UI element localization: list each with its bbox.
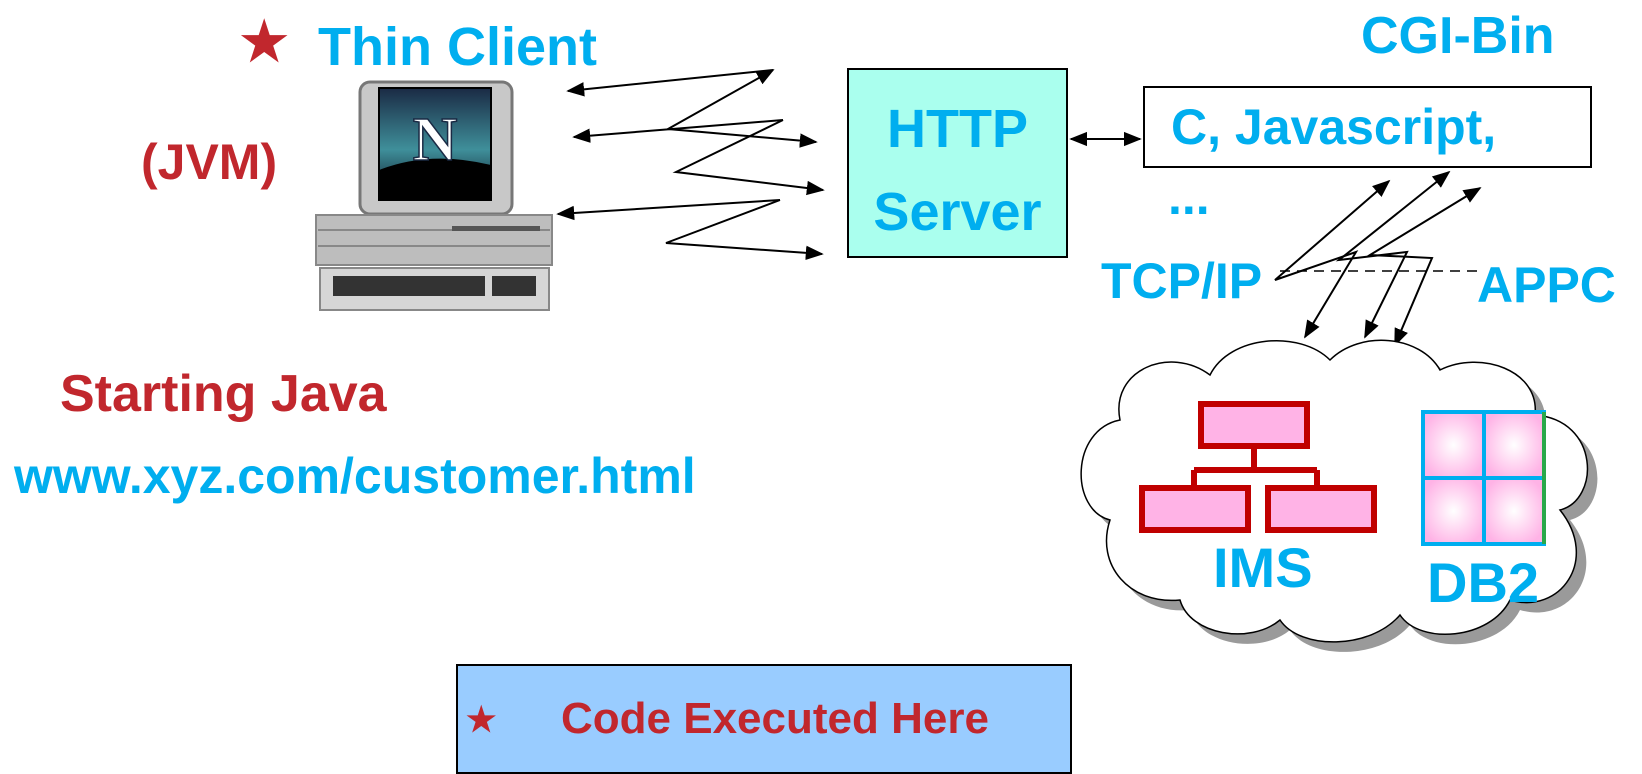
db2-label: DB2 <box>1427 551 1540 614</box>
response-arrow-1 <box>566 69 774 97</box>
cgi-ellipsis: ... <box>1168 169 1210 225</box>
http-server-label-line2: Server <box>873 182 1042 242</box>
star-icon: ★ <box>240 12 289 72</box>
response-arrow-2 <box>572 119 784 143</box>
cgi-languages-text: C, Javascript, <box>1171 99 1497 155</box>
url-label: www.xyz.com/customer.html <box>14 448 696 504</box>
thin-client-label: Thin Client <box>318 17 597 77</box>
starting-java-label: Starting Java <box>60 365 387 423</box>
db2-table-icon <box>1421 410 1546 546</box>
jvm-label: (JVM) <box>141 134 278 190</box>
legend-label: Code Executed Here <box>561 694 989 743</box>
tcpip-label: TCP/IP <box>1101 253 1263 309</box>
cgi-backend-connections <box>1274 170 1482 347</box>
request-arrow-2 <box>672 119 825 196</box>
legend-star-icon: ★ <box>466 701 497 739</box>
request-arrow-1 <box>664 69 818 148</box>
monitor-logo-letter: N <box>413 106 458 174</box>
client-computer-icon <box>315 80 553 311</box>
cgi-bin-title: CGI-Bin <box>1361 7 1555 65</box>
client-server-connections <box>556 69 825 261</box>
http-server-box <box>847 68 1068 258</box>
cgi-bin-box <box>1143 86 1592 168</box>
request-arrow-3 <box>665 199 824 261</box>
http-server-label-line1: HTTP <box>887 99 1028 159</box>
legend-box <box>456 664 1072 774</box>
appc-label: APPC <box>1477 257 1616 313</box>
response-arrow-3 <box>556 199 781 221</box>
ims-hierarchy-icon <box>1139 401 1377 533</box>
ims-label: IMS <box>1213 536 1313 599</box>
